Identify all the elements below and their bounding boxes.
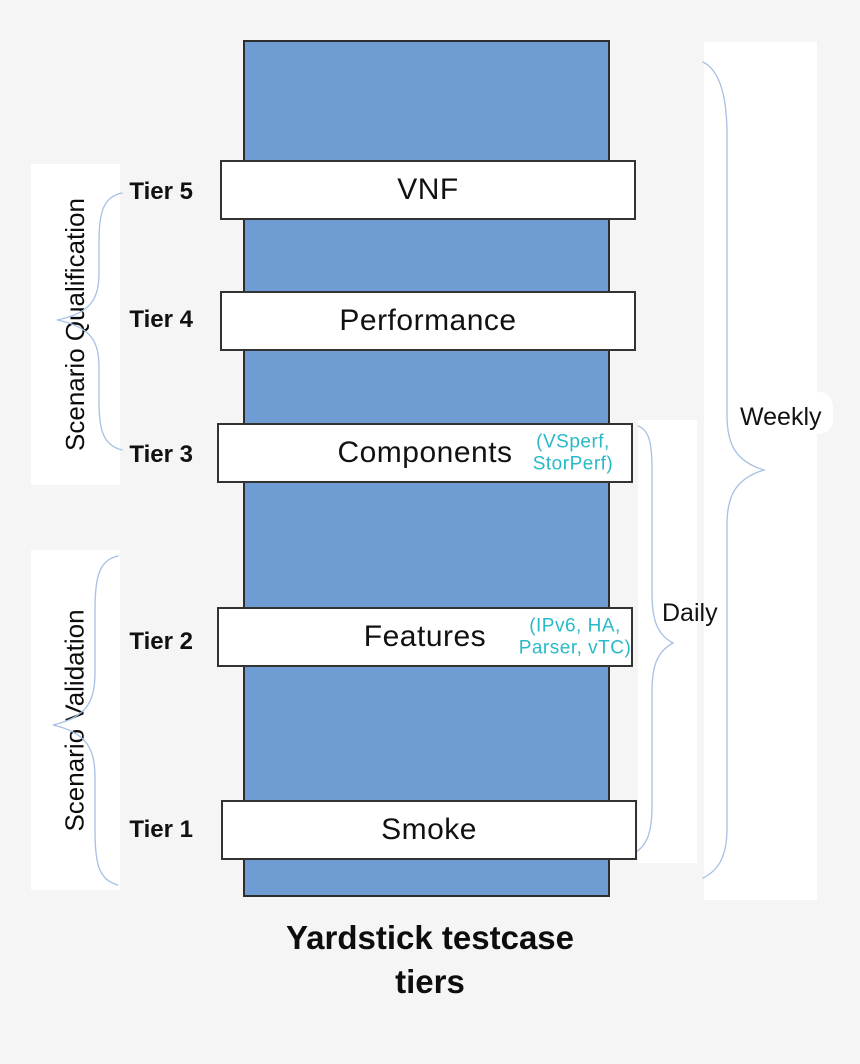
tier-3-label: Tier 3 [129, 441, 193, 468]
tier-2-bar-text: Features [363, 620, 487, 653]
tier-2-annotation: (IPv6, HA, Parser, vTC) [518, 615, 632, 658]
tier-1-bar-text: Smoke [381, 813, 477, 846]
tier-3-annotation: (VSperf, StorPerf) [532, 431, 614, 474]
tier-4-label: Tier 4 [129, 306, 193, 333]
diagram-title-line2: tiers [395, 962, 465, 1000]
tier-1-label: Tier 1 [129, 816, 193, 843]
tier-3-bar-components: Components (VSperf, StorPerf) [217, 423, 633, 483]
daily-label: Daily [662, 599, 718, 627]
tier-2-label: Tier 2 [129, 628, 193, 655]
tier-1-bar-smoke: Smoke [221, 800, 637, 860]
scenario-qualification-label: Scenario Qualification [60, 198, 91, 451]
daily-strip [638, 420, 697, 863]
weekly-label: Weekly [740, 403, 822, 431]
weekly-strip [704, 42, 817, 900]
diagram-title: Yardstick testcase tiers [230, 916, 630, 1004]
tier-2-bar-features: Features (IPv6, HA, Parser, vTC) [217, 607, 633, 667]
diagram-title-line1: Yardstick testcase [285, 919, 575, 956]
tier-4-bar-performance: Performance [220, 291, 636, 351]
scenario-validation-label: Scenario Validation [60, 608, 91, 832]
tier-5-bar-text: VNF [397, 173, 459, 206]
tier-4-bar-text: Performance [339, 304, 517, 337]
tier-5-bar-vnf: VNF [220, 160, 636, 220]
tier-5-label: Tier 5 [129, 178, 193, 205]
tier-3-bar-text: Components [337, 436, 513, 469]
